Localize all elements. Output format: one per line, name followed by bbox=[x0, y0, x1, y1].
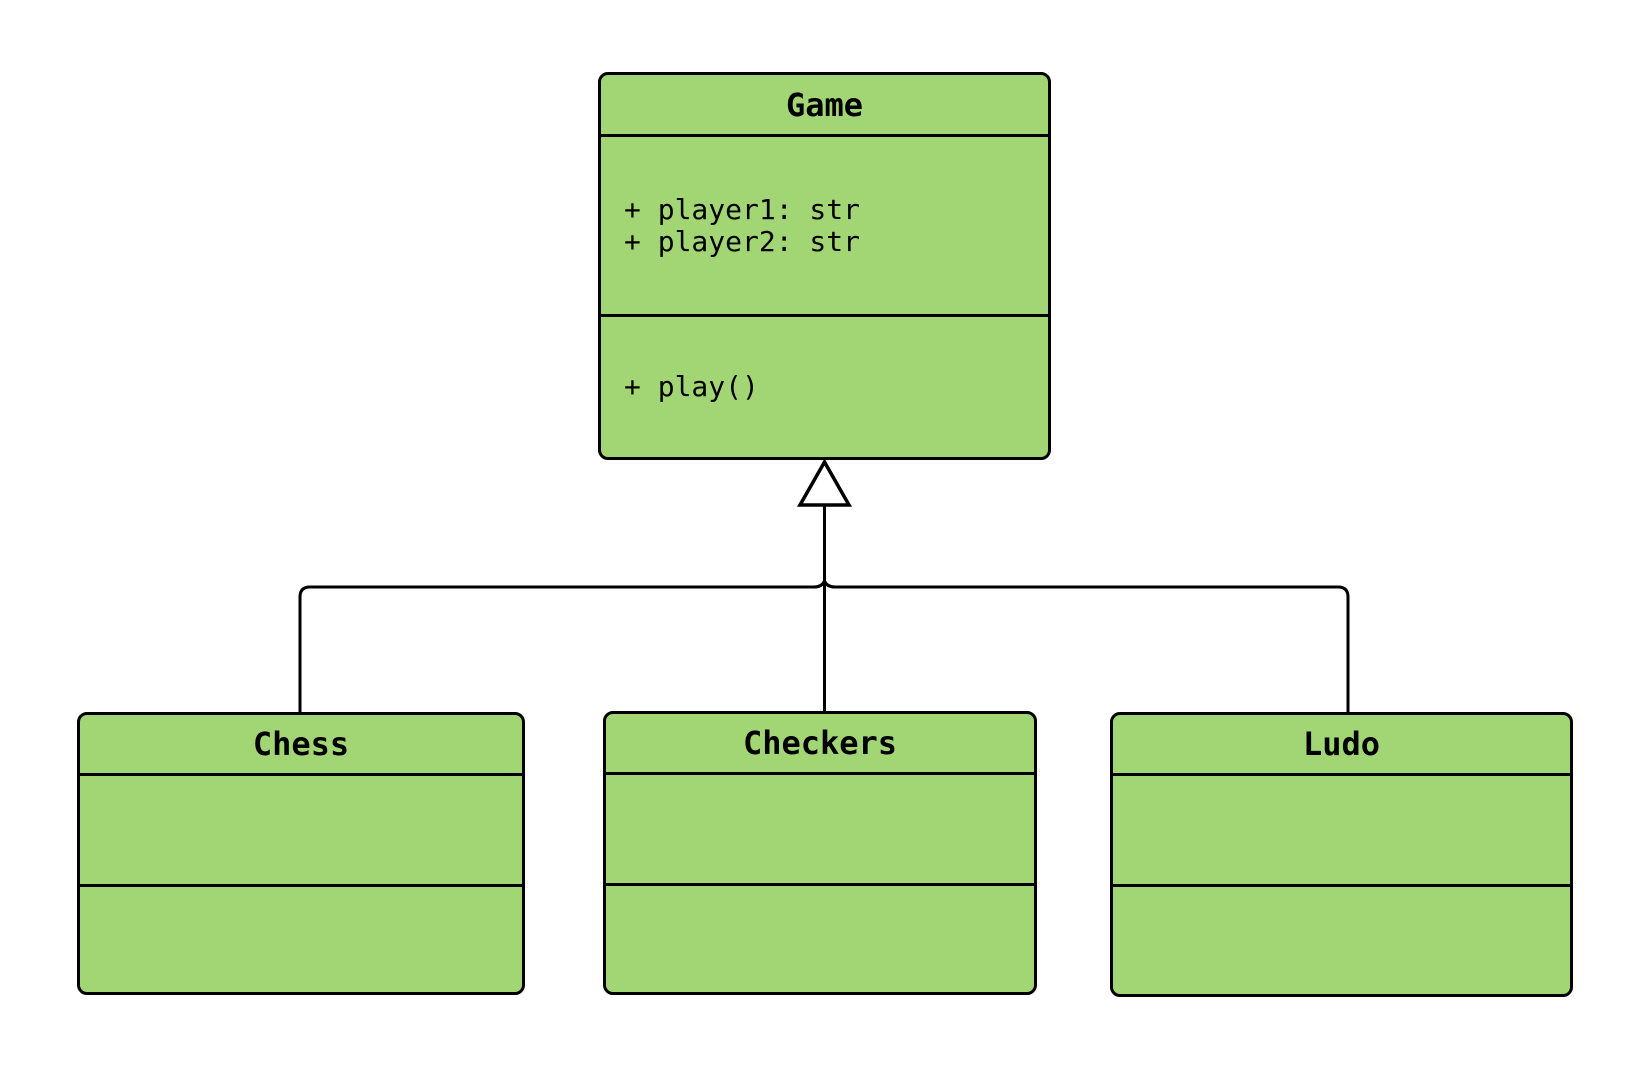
class-box-checkers: Checkers bbox=[603, 711, 1037, 995]
class-methods bbox=[1113, 887, 1570, 994]
class-attributes bbox=[606, 775, 1034, 886]
method: + play() bbox=[624, 370, 759, 403]
class-attributes bbox=[1113, 776, 1570, 887]
class-attributes bbox=[80, 776, 522, 887]
class-attributes: + player1: str + player2: str bbox=[601, 137, 1048, 317]
attribute: + player1: str bbox=[624, 192, 861, 226]
attribute: + player2: str bbox=[624, 224, 861, 258]
class-methods bbox=[80, 887, 522, 992]
class-methods: + play() bbox=[601, 317, 1048, 457]
class-title: Ludo bbox=[1113, 715, 1570, 776]
class-box-game: Game + player1: str + player2: str + pla… bbox=[598, 72, 1051, 460]
class-box-ludo: Ludo bbox=[1110, 712, 1573, 997]
inheritance-arrowhead-icon bbox=[796, 458, 853, 507]
class-title: Checkers bbox=[606, 714, 1034, 775]
class-box-chess: Chess bbox=[77, 712, 525, 995]
class-title: Chess bbox=[80, 715, 522, 776]
class-methods bbox=[606, 886, 1034, 992]
connector-line-chess-ludo bbox=[298, 577, 1350, 712]
class-title: Game bbox=[601, 75, 1048, 137]
